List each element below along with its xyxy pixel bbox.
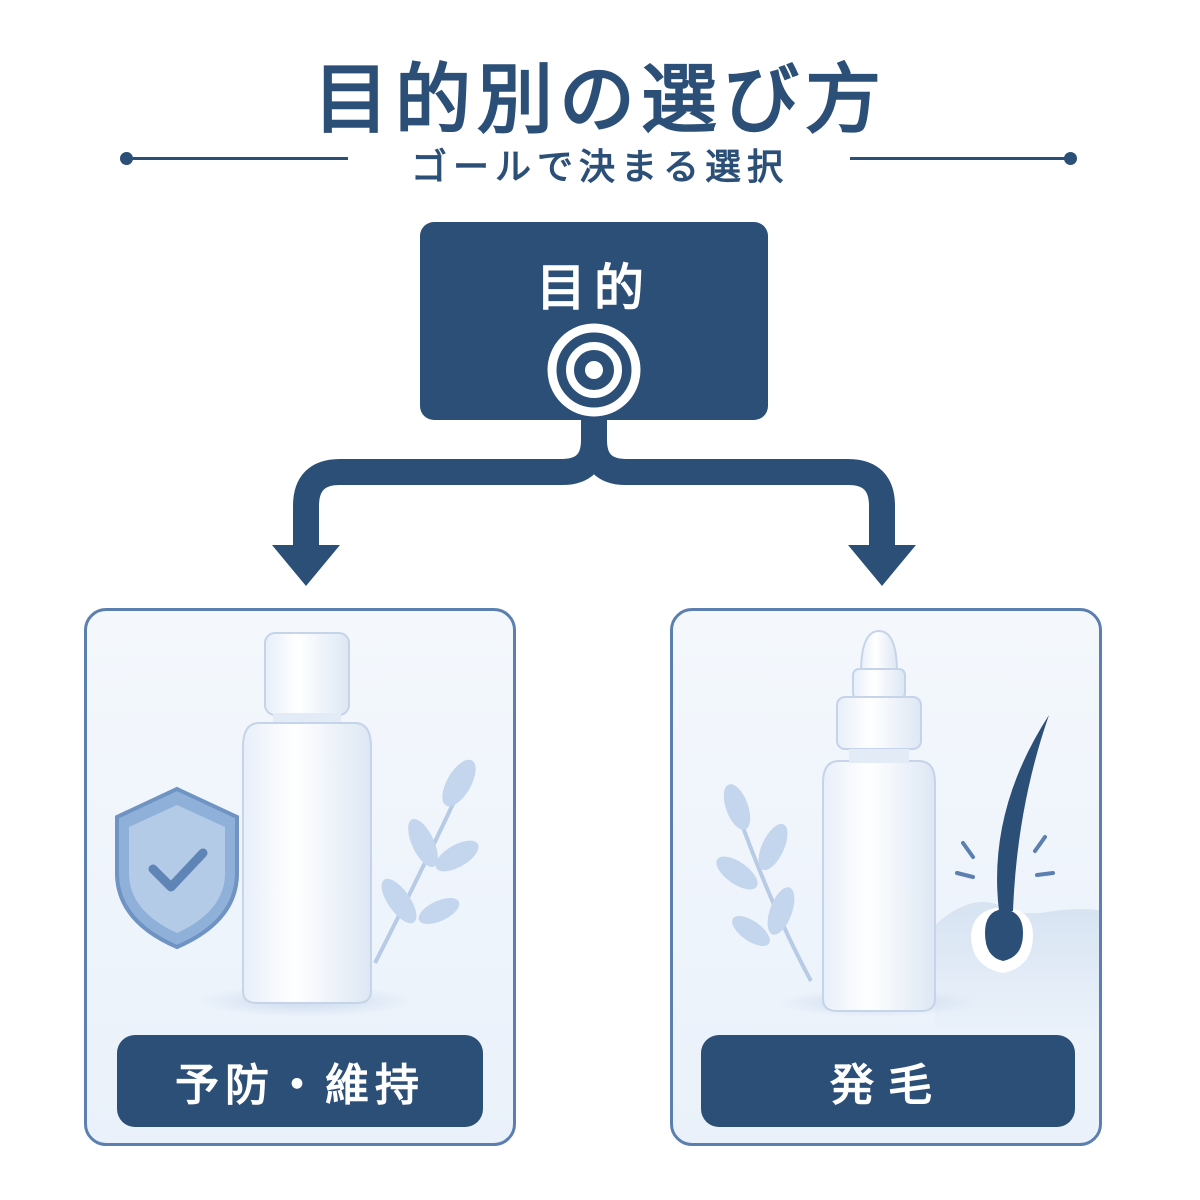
card-hair-growth: 発毛 (670, 608, 1102, 1146)
hair-follicle-icon (955, 715, 1055, 973)
card-prevention: 予防・維持 (84, 608, 516, 1146)
shield-check-icon (115, 786, 239, 950)
left-divider (126, 157, 348, 160)
goal-label: 目的 (536, 259, 652, 317)
page-subtitle: ゴールで決まる選択 (410, 147, 789, 188)
dropper-bottle-icon (822, 629, 936, 1012)
leaf-branch-icon (373, 759, 479, 964)
subtitle-row: ゴールで決まる選択 (0, 128, 1200, 188)
right-rule-dot (1064, 152, 1077, 165)
right-arrow-head (848, 545, 916, 586)
target-icon (547, 323, 641, 417)
branch-arrows (272, 418, 916, 586)
left-arrow-head (272, 545, 340, 586)
leaf-branch-icon (716, 784, 813, 982)
bottle-icon (242, 632, 372, 1004)
card-label-prevention: 予防・維持 (117, 1035, 483, 1127)
right-divider (850, 157, 1072, 160)
card-label-hair-growth: 発毛 (701, 1035, 1075, 1127)
page-title: 目的別の選び方 (313, 55, 887, 144)
goal-box: 目的 (420, 222, 768, 420)
